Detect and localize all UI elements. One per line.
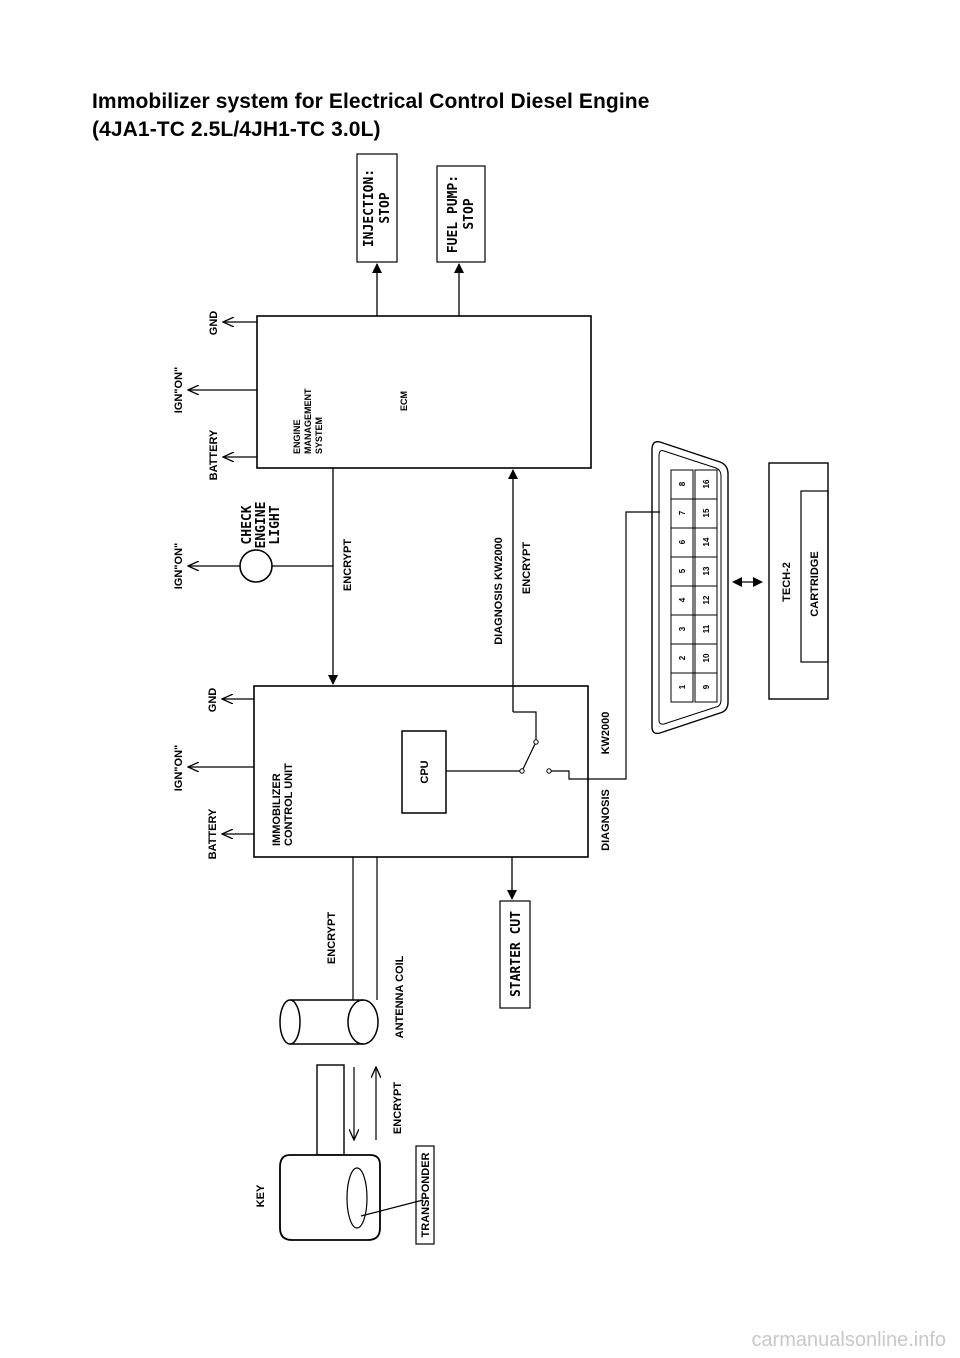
check-light-ign-label: IGN"ON": [173, 543, 185, 590]
cpu-box: [401, 730, 447, 814]
antenna-coil-label: ANTENNA COIL: [394, 955, 406, 1038]
connector-pin-label: 12: [702, 595, 711, 604]
transponder-leader: [360, 1199, 424, 1217]
encrypt-label-key: ENCRYPT: [392, 1082, 404, 1134]
check-engine-label-line2: ENGINE: [254, 502, 269, 549]
ecm-ign-label: IGN"ON": [173, 367, 185, 414]
cpu-label: CPU: [419, 760, 431, 783]
diagnosis-kw2000-label-ecm: DIAGNOSIS KW2000: [493, 537, 505, 645]
connector-pin-label: 11: [702, 624, 711, 633]
starter-cut-label: STARTER CUT: [509, 911, 524, 997]
immo-kw2000-label: KW2000: [600, 712, 612, 755]
connector-pin-label: 15: [702, 508, 711, 517]
immo-diagnosis-label: DIAGNOSIS: [600, 789, 612, 851]
connector-pin-label: 2: [678, 655, 687, 660]
check-engine-label-line1: CHECK: [240, 505, 255, 544]
watermark: carmanualsonline.info: [751, 1329, 946, 1351]
connector-pins-bottom: 9 10 11 12 13 14 15 16: [702, 479, 711, 689]
injection-stop-label: STOP: [378, 192, 393, 223]
switch-blade: [522, 743, 536, 770]
transponder-box: [415, 1145, 435, 1245]
tech2-label: TECH-2: [781, 562, 793, 602]
connector-pin-label: 7: [678, 510, 687, 515]
encrypt-label-diagnosis: ENCRYPT: [521, 542, 533, 594]
connector-pin-label: 9: [702, 684, 711, 689]
connector-pin-label: 14: [702, 537, 711, 546]
connector-pin-label: 10: [702, 653, 711, 662]
connector-pin-label: 1: [678, 684, 687, 689]
ecm-label: ECM: [399, 391, 409, 411]
connector-pin-label: 16: [702, 479, 711, 488]
ems-label-line3: SYSTEM: [314, 417, 324, 454]
encrypt-label-ecm: ENCRYPT: [342, 539, 354, 591]
check-engine-light-icon: [239, 549, 273, 583]
immo-gnd-label: GND: [207, 688, 219, 713]
diagram-title-line1: Immobilizer system for Electrical Contro…: [92, 90, 650, 113]
ems-label-line2: MANAGEMENT: [303, 388, 313, 454]
diagnostic-connector-icon: [651, 440, 729, 735]
transponder-label: TRANSPONDER: [420, 1152, 432, 1237]
connector-pin-label: 4: [678, 597, 687, 602]
injection-stop-box: [356, 153, 398, 263]
connector-pin-label: 13: [702, 566, 711, 575]
ecm-box: [256, 315, 592, 469]
ecm-battery-label: BATTERY: [208, 429, 220, 480]
encrypt-label-antenna: ENCRYPT: [326, 912, 338, 964]
connector-pin-label: 5: [678, 568, 687, 573]
fuel-pump-stop-label: STOP: [462, 198, 477, 229]
check-engine-label-line3: LIGHT: [268, 505, 283, 544]
key-blade: [316, 1064, 345, 1156]
antenna-coil-icon: [279, 999, 379, 1045]
immobilizer-control-unit-box: [253, 685, 589, 858]
ecm-gnd-label: GND: [208, 311, 220, 336]
diagnosis-line-connector: [551, 511, 660, 780]
immo-label-line2: CONTROL UNIT: [283, 763, 295, 846]
key-icon: [279, 1154, 381, 1241]
immo-label-line1: IMMOBILIZER: [271, 773, 283, 846]
starter-cut-box: [499, 900, 531, 1009]
ems-label-line1: ENGINE: [292, 419, 302, 454]
key-label: KEY: [255, 1184, 267, 1207]
diagram-title-line2: (4JA1-TC 2.5L/4JH1-TC 3.0L): [92, 118, 381, 141]
connector-pin-label: 8: [678, 481, 687, 486]
connector-pin-label: 6: [678, 539, 687, 544]
switch-contact: [519, 768, 525, 774]
connector-pins-top: 1 2 3 4 5 6 7 8: [678, 481, 687, 689]
cartridge-box: [800, 490, 829, 663]
immo-battery-label: BATTERY: [207, 808, 219, 859]
fuel-pump-stop-box: [436, 165, 486, 263]
fuel-pump-label: FUEL PUMP:: [446, 175, 461, 253]
connector-pin-label: 3: [678, 626, 687, 631]
cartridge-label: CARTRIDGE: [809, 551, 821, 616]
immo-ign-label: IGN"ON": [173, 745, 185, 792]
injection-label: INJECTION:: [362, 169, 377, 247]
